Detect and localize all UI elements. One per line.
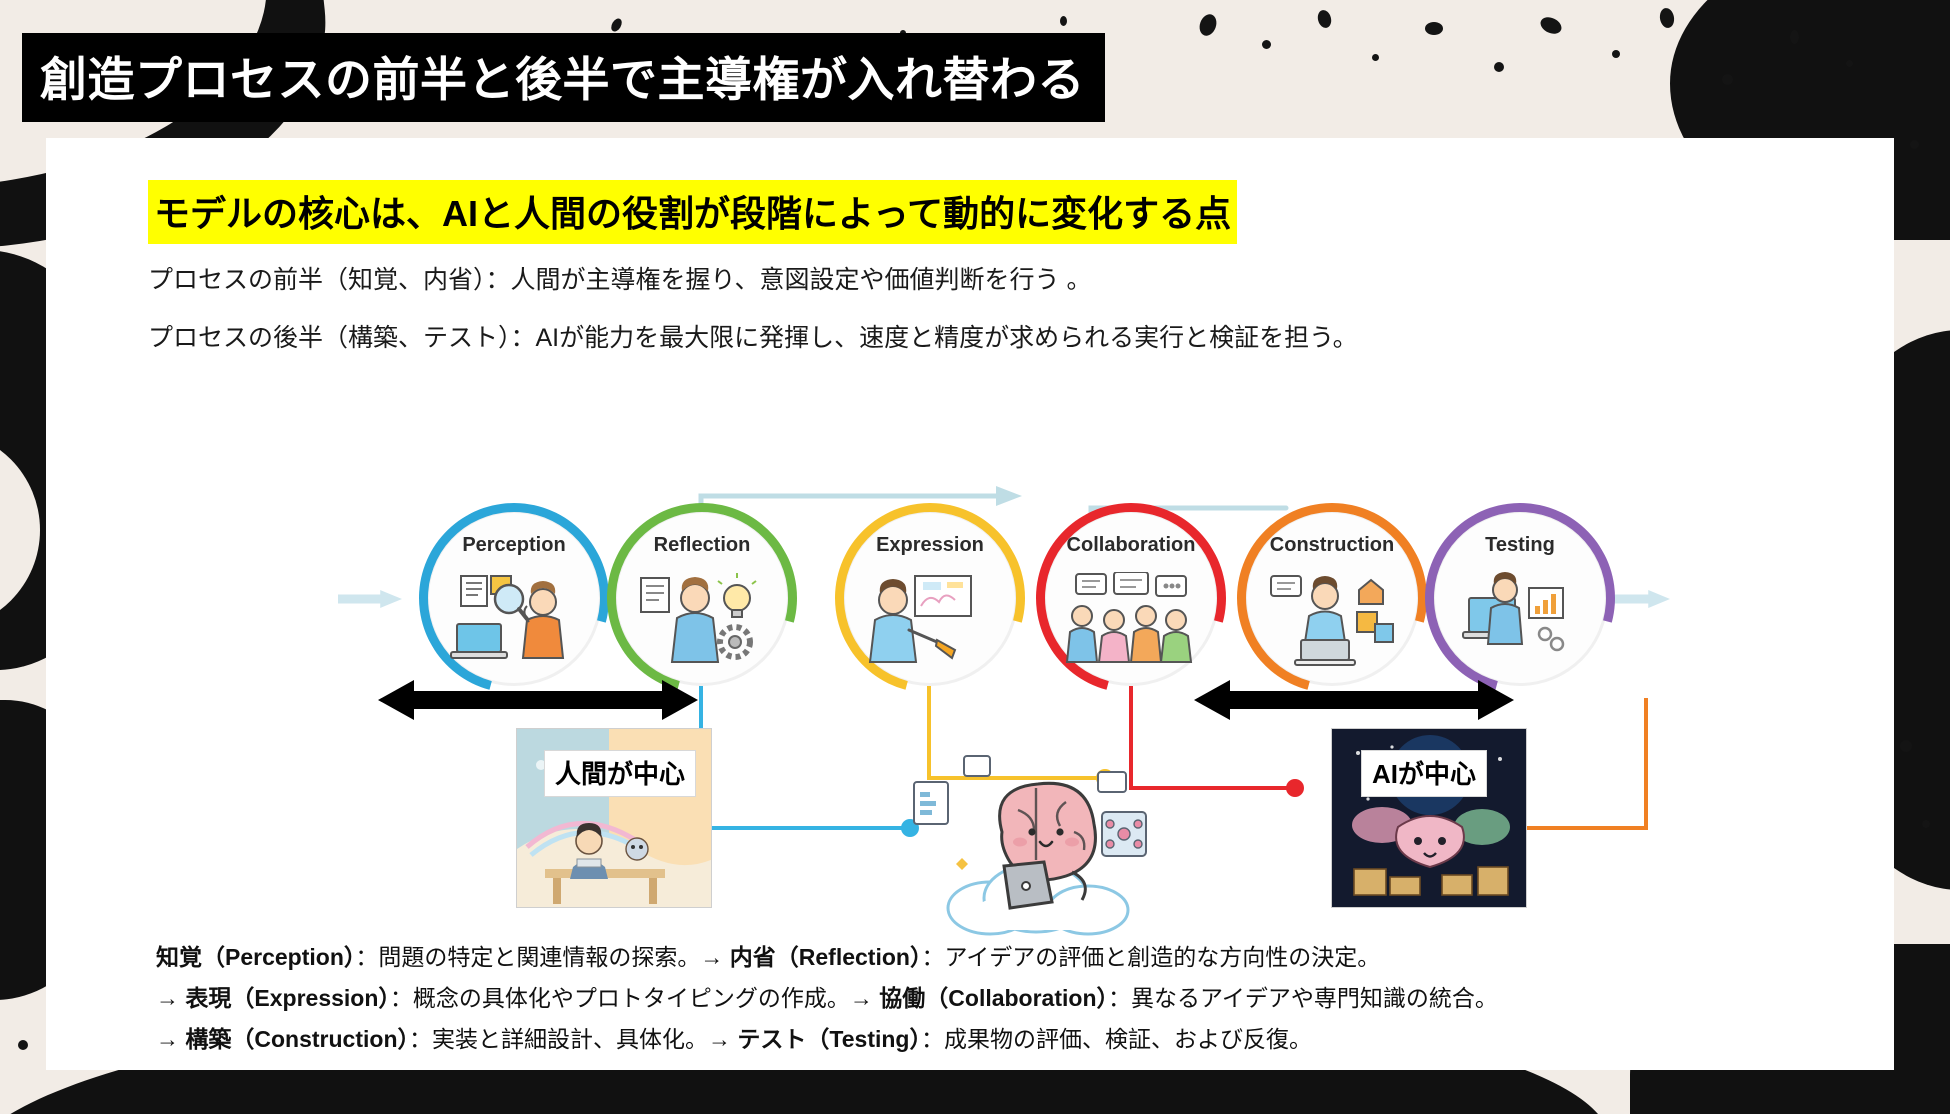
legend-description: → (156, 985, 186, 1011)
ink-dot (18, 1040, 28, 1050)
ink-dot (1537, 14, 1565, 37)
highlight-heading: モデルの核心は、AIと人間の役割が段階によって動的に変化する点 (148, 180, 1238, 244)
caption-human-centered: 人間が中心 (544, 750, 697, 797)
ink-dot (1372, 54, 1379, 61)
brain-on-cloud-illustration (906, 748, 1166, 938)
ink-dot (1494, 62, 1504, 72)
person-magnifier-laptop-icon (450, 575, 565, 659)
page-title: 創造プロセスの前半と後半で主導権が入れ替わる (22, 33, 1105, 122)
body-text-line-1: プロセスの前半（知覚、内省）：人間が主導権を握り、意図設定や価値判断を行う 。 (148, 266, 1092, 294)
node-label: Collaboration (1066, 534, 1196, 556)
legend-description: ：概念の具体化やプロトタイピングの作成。→ (389, 985, 880, 1011)
legend-description: → (156, 1026, 186, 1052)
person-whiteboard-pen-icon (868, 575, 972, 663)
legend-line-2: → 表現（Expression）：概念の具体化やプロトタイピングの作成。→ 協働… (156, 979, 1498, 1013)
node-reflection[interactable]: Reflection (572, 468, 832, 728)
legend-term: 内省（Reflection） (729, 944, 922, 970)
ink-dot (1425, 22, 1443, 35)
node-label: Construction (1269, 534, 1395, 556)
legend-term: 知覚（Perception） (156, 944, 356, 970)
node-label: Reflection (653, 534, 751, 556)
ink-dot (1900, 740, 1912, 752)
node-label: Testing (1485, 534, 1555, 556)
person-lightbulb-gear-icon (640, 573, 757, 663)
legend-line-1: 知覚（Perception）：問題の特定と関連情報の探索。→ 内省（Reflec… (156, 938, 1380, 972)
node-testing[interactable]: Testing (1390, 468, 1650, 728)
double-arrow-human (378, 680, 698, 720)
legend-description: ：アイデアの評価と創造的な方向性の決定。 (921, 944, 1381, 970)
legend-description: ：成果物の評価、検証、および反復。 (920, 1026, 1312, 1052)
ink-dot (1722, 74, 1733, 85)
legend-term: 表現（Expression） (185, 985, 390, 1011)
node-expression[interactable]: Expression (800, 468, 1060, 728)
people-speech-bubbles-icon (1065, 572, 1193, 663)
double-arrow-ai (1194, 680, 1514, 720)
ink-dot (1790, 30, 1799, 44)
node-label: Perception (462, 534, 566, 556)
caption-ai-centered: AIが中心 (1361, 750, 1488, 797)
process-diagram: Perception Reflect (46, 368, 1894, 958)
person-laptop-blocks-icon (1270, 575, 1394, 666)
legend-term: テスト（Testing） (737, 1026, 921, 1052)
node-collaboration[interactable]: Collaboration (1001, 468, 1261, 728)
flow-arrow-end-icon (1606, 590, 1670, 608)
node-perception[interactable]: Perception (384, 468, 644, 728)
legend-description: ：実装と詳細設計、具体化。→ (409, 1026, 738, 1052)
legend-term: 協働（Collaboration） (879, 985, 1109, 1011)
node-label: Expression (876, 534, 984, 556)
content-card: モデルの核心は、AIと人間の役割が段階によって動的に変化する点 プロセスの前半（… (46, 138, 1894, 1070)
body-text-line-2: プロセスの後半（構築、テスト）：AIが能力を最大限に発揮し、速度と精度が求められ… (148, 324, 1358, 352)
ink-dot (609, 16, 624, 34)
legend-description: ：異なるアイデアや専門知識の統合。 (1108, 985, 1498, 1011)
ink-dot (1910, 140, 1919, 149)
legend-term: 構築（Construction） (185, 1026, 409, 1052)
flow-arrow-start-icon (338, 590, 402, 608)
ink-dot (1315, 8, 1334, 30)
person-chart-checklist-icon (1462, 572, 1565, 652)
ink-dot (1262, 40, 1271, 49)
node-construction[interactable]: Construction (1202, 468, 1462, 728)
ink-dot (1658, 6, 1676, 30)
ink-dot (1922, 820, 1930, 828)
ink-dot (1060, 16, 1067, 26)
highlight-row: モデルの核心は、AIと人間の役割が段階によって動的に変化する点 (148, 180, 1238, 244)
ink-dot (1846, 60, 1853, 67)
ink-dot (1196, 11, 1220, 39)
legend-line-3: → 構築（Construction）：実装と詳細設計、具体化。→ テスト（Tes… (156, 1020, 1312, 1054)
ink-dot (1612, 50, 1620, 58)
legend-description: ：問題の特定と関連情報の探索。→ (355, 944, 730, 970)
